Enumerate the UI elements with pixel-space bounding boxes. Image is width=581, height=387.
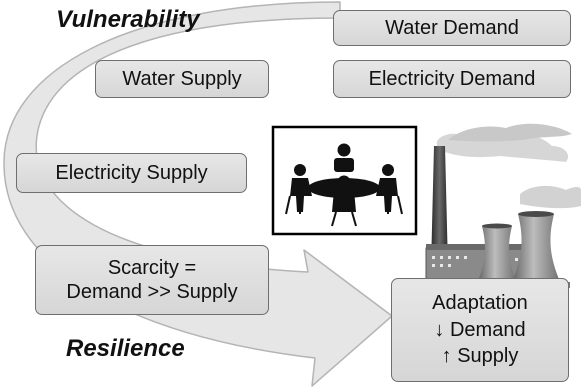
water-supply-box: Water Supply <box>95 60 269 98</box>
water-demand-box: Water Demand <box>333 10 571 46</box>
power-plant-icon <box>420 146 570 288</box>
scarcity-line-1: Scarcity = <box>107 257 197 279</box>
smoke-plumes <box>436 123 581 209</box>
adaptation-line-1: Adaptation <box>432 292 528 315</box>
adaptation-box: Adaptation ↓ Demand ↑ Supply <box>391 278 569 382</box>
vulnerability-heading: Vulnerability <box>56 6 200 33</box>
electricity-demand-box: Electricity Demand <box>333 60 571 98</box>
scarcity-box: Scarcity = Demand >> Supply <box>35 245 269 315</box>
scarcity-line-2: Demand >> Supply <box>66 281 238 303</box>
meeting-icon <box>271 125 418 236</box>
adaptation-line-3: ↑ Supply <box>441 345 519 368</box>
electricity-supply-box: Electricity Supply <box>16 153 247 193</box>
adaptation-line-2: ↓ Demand <box>434 318 526 341</box>
resilience-heading: Resilience <box>66 335 185 362</box>
